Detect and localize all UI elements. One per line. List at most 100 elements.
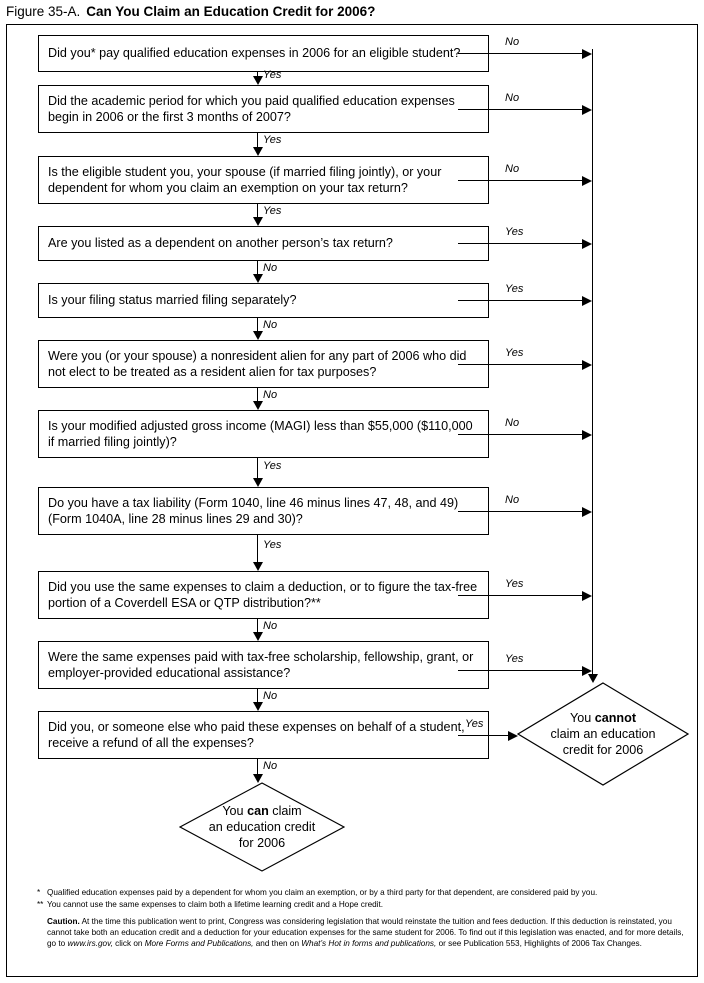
branch-line-q3: [458, 180, 585, 181]
decision-text: Were the same expenses paid with tax-fre…: [48, 649, 474, 681]
decision-box-q4[interactable]: Are you listed as a dependent on another…: [38, 226, 489, 261]
connector-q2-q3: [257, 133, 258, 147]
decision-text: Did you* pay qualified education expense…: [48, 46, 461, 61]
decision-box-q10[interactable]: Were the same expenses paid with tax-fre…: [38, 641, 489, 689]
decision-text: Are you listed as a dependent on another…: [48, 236, 393, 251]
branch-arrow-q8: [582, 507, 592, 517]
connector-q9-q10: [257, 619, 258, 632]
decision-text: Did you use the same expenses to claim a…: [48, 579, 478, 611]
decision-box-q9[interactable]: Did you use the same expenses to claim a…: [38, 571, 489, 619]
decision-box-q7[interactable]: Is your modified adjusted gross income (…: [38, 410, 489, 458]
branch-arrow-q4: [582, 239, 592, 249]
branch-arrow-q3: [582, 176, 592, 186]
decision-box-q11[interactable]: Did you, or someone else who paid these …: [38, 711, 489, 759]
edge-label-q4-right: Yes: [505, 226, 524, 238]
edge-label-q8-right: No: [505, 494, 520, 506]
figure-number: Figure 35-A.: [6, 4, 81, 19]
footnote-1: *Qualified education expenses paid by a …: [37, 887, 687, 898]
arrow-down-q10-q11: [253, 702, 263, 711]
connector-q11-can: [257, 759, 258, 774]
arrow-down-q1-q2: [253, 76, 263, 85]
connector-q5-q6: [257, 318, 258, 331]
branch-line-q11: [458, 735, 511, 736]
footnote-2-marker: **: [37, 900, 44, 910]
arrow-down-spine-to-cannot: [588, 674, 598, 683]
edge-label-q4-down: No: [263, 262, 278, 274]
outcome-line-3: for 2006: [238, 836, 286, 850]
branch-arrow-q5: [582, 296, 592, 306]
connector-q4-q5: [257, 261, 258, 274]
edge-label-q1-right: No: [505, 36, 520, 48]
branch-line-q9: [458, 595, 585, 596]
caution-part-1: At the time this publication went to pri…: [47, 916, 684, 949]
arrow-down-q7-q8: [253, 478, 263, 487]
footnotes: *Qualified education expenses paid by a …: [37, 887, 687, 949]
outcome-line-1: You can claim: [222, 804, 302, 818]
diamond-shape-cannot: [517, 682, 689, 786]
branch-line-q8: [458, 511, 585, 512]
branch-line-q5: [458, 300, 585, 301]
flowchart-frame: Did you* pay qualified education expense…: [6, 24, 698, 977]
edge-label-q5-right: Yes: [505, 283, 524, 295]
caution-part-3: and then on: [253, 939, 302, 949]
arrow-down-q8-q9: [253, 562, 263, 571]
caution-website[interactable]: www.irs.gov,: [67, 939, 113, 949]
decision-box-q1[interactable]: Did you* pay qualified education expense…: [38, 35, 489, 72]
branch-arrow-q9: [582, 591, 592, 601]
edge-label-q11-down: No: [263, 760, 278, 772]
branch-line-q10: [458, 670, 585, 671]
outcome-text-cannot: You cannot claim an education credit for…: [517, 682, 689, 786]
outcome-diamond-cannot: You cannot claim an education credit for…: [517, 682, 689, 786]
decision-box-q8[interactable]: Do you have a tax liability (Form 1040, …: [38, 487, 489, 535]
decision-text: Is the eligible student you, your spouse…: [48, 164, 442, 196]
branch-arrow-q1: [582, 49, 592, 59]
edge-label-q7-down: Yes: [263, 460, 282, 472]
branch-line-q2: [458, 109, 585, 110]
edge-label-q3-right: No: [505, 163, 520, 175]
branch-arrow-q7: [582, 430, 592, 440]
arrow-down-q2-q3: [253, 147, 263, 156]
branch-line-q6: [458, 364, 585, 365]
branch-line-q1: [458, 53, 585, 54]
decision-text: Is your filing status married filing sep…: [48, 293, 297, 308]
decision-box-q2[interactable]: Did the academic period for which you pa…: [38, 85, 489, 133]
edge-label-q6-right: Yes: [505, 347, 524, 359]
connector-q6-q7: [257, 388, 258, 401]
branch-arrow-q10: [582, 666, 592, 676]
diamond-shape-can: [179, 782, 345, 872]
right-collector-spine: [592, 49, 593, 680]
caution-link-more-forms[interactable]: More Forms and Publications,: [144, 939, 254, 949]
decision-text: Is your modified adjusted gross income (…: [48, 418, 473, 450]
edge-label-q7-right: No: [505, 417, 520, 429]
branch-arrow-q6: [582, 360, 592, 370]
arrow-down-q6-q7: [253, 401, 263, 410]
edge-label-q8-down: Yes: [263, 539, 282, 551]
decision-box-q3[interactable]: Is the eligible student you, your spouse…: [38, 156, 489, 204]
connector-q1-q2: [257, 72, 258, 77]
caution-part-4: or see Publication 553, Highlights of 20…: [436, 939, 642, 949]
connector-q3-q4: [257, 204, 258, 217]
footnote-2: **You cannot use the same expenses to cl…: [37, 899, 687, 910]
outcome-line-3: credit for 2006: [562, 743, 644, 757]
page-title: Figure 35-A. Can You Claim an Education C…: [6, 4, 696, 22]
branch-arrow-q2: [582, 105, 592, 115]
decision-text: Did you, or someone else who paid these …: [48, 719, 465, 751]
arrow-down-q5-q6: [253, 331, 263, 340]
arrow-down-q3-q4: [253, 217, 263, 226]
edge-label-q11-right: Yes: [465, 718, 484, 730]
decision-box-q5[interactable]: Is your filing status married filing sep…: [38, 283, 489, 318]
branch-arrow-q11: [508, 731, 518, 741]
edge-label-q9-right: Yes: [505, 578, 524, 590]
figure-heading: Can You Claim an Education Credit for 20…: [86, 4, 376, 19]
caution-part-2: click on: [112, 939, 145, 949]
decision-box-q6[interactable]: Were you (or your spouse) a nonresident …: [38, 340, 489, 388]
outcome-line-2: claim an education: [550, 727, 656, 741]
caution-link-whats-hot[interactable]: What’s Hot in forms and publications,: [301, 939, 437, 949]
branch-line-q7: [458, 434, 585, 435]
edge-label-q6-down: No: [263, 389, 278, 401]
connector-q10-q11: [257, 689, 258, 702]
outcome-text-can: You can claim an education credit for 20…: [179, 782, 345, 872]
arrow-down-q4-q5: [253, 274, 263, 283]
outcome-line-1: You cannot: [569, 711, 637, 725]
arrow-down-q9-q10: [253, 632, 263, 641]
